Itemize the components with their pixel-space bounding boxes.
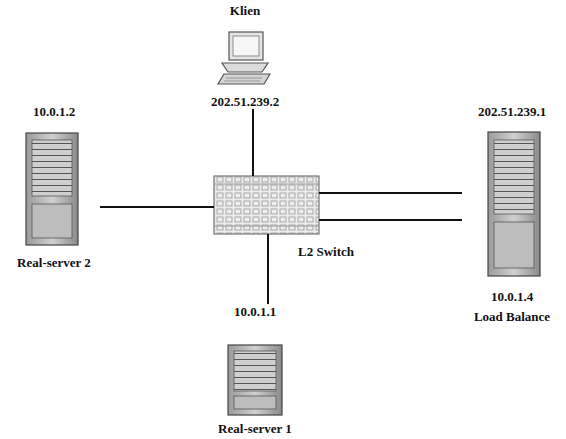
network-cable <box>319 192 462 194</box>
ip-address: 10.0.1.4 <box>491 289 533 304</box>
server-icon <box>26 133 78 245</box>
network-cable <box>267 234 269 304</box>
server-icon <box>228 345 282 415</box>
ip-address: 202.51.239.2 <box>211 94 279 109</box>
switch-icon <box>214 176 319 234</box>
device-node: Klien 202.51.239.2 <box>195 3 295 109</box>
network-cable <box>319 219 462 221</box>
network-cable <box>252 109 254 176</box>
computer-icon <box>218 32 270 84</box>
device-node: 10.0.1.2Real-server 2 <box>8 104 100 270</box>
device-node: L2 Switch <box>214 176 319 234</box>
ip-address: 10.0.1.2 <box>33 104 75 119</box>
server-icon <box>488 132 540 276</box>
device-node: 10.0.1.1Real-server 1 <box>205 304 305 436</box>
ip-address: 202.51.239.1 <box>478 104 546 119</box>
device-label: Real-server 1 <box>218 421 292 436</box>
network-cable <box>100 206 214 208</box>
ip-address: 10.0.1.1 <box>234 304 276 319</box>
device-node: 202.51.239.1 10.0.1.4Load Balance <box>462 104 562 324</box>
device-label: L2 Switch <box>298 244 354 259</box>
device-label: Klien <box>230 3 260 18</box>
device-label: Load Balance <box>474 309 550 324</box>
device-label: Real-server 2 <box>17 255 91 270</box>
